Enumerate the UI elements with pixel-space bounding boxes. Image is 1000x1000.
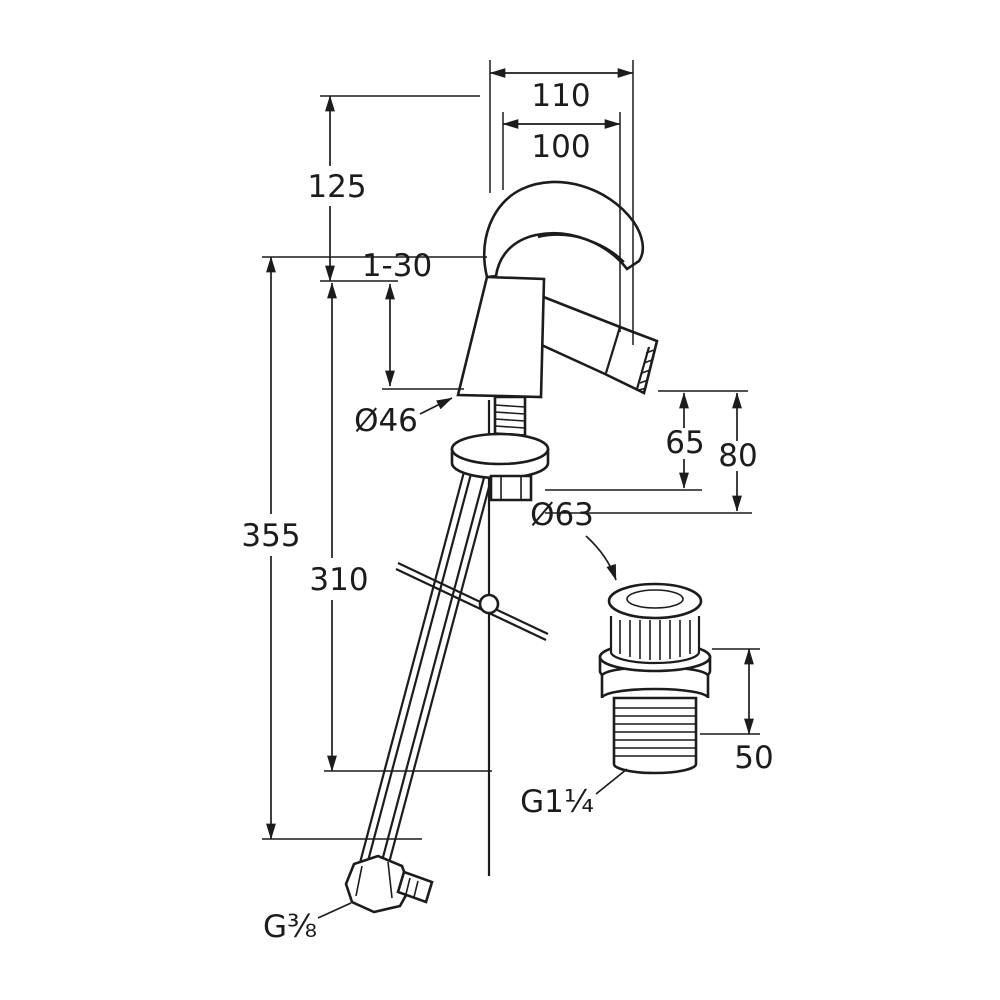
dimension-310: 310	[309, 282, 492, 772]
waste-basket-slots	[619, 620, 691, 660]
dim-label-1-30: 1-30	[362, 248, 432, 284]
faucet	[450, 180, 659, 502]
aerator-separator	[604, 326, 622, 374]
dimension-100: 100	[502, 112, 621, 332]
dimension-deck-thickness: 1-30	[320, 248, 464, 390]
dimension-110: 110	[489, 60, 634, 345]
linkage-rod-upper	[397, 562, 549, 635]
dim-label-310: 310	[309, 562, 368, 598]
label-g3-8: G⅜	[263, 909, 317, 945]
callout-waste-thread: G1¼	[520, 768, 628, 820]
waste-body-threads	[614, 707, 696, 757]
callout-supply-thread: G⅜	[263, 902, 352, 945]
threaded-tip	[396, 870, 434, 904]
lever-handle	[483, 180, 645, 279]
dimension-125: 125	[307, 95, 480, 282]
dim-label-d46: Ø46	[354, 403, 418, 439]
escutcheon	[450, 432, 550, 466]
dim-label-110: 110	[531, 78, 590, 114]
waste-cap-inner	[626, 589, 684, 609]
hose-right-inner	[383, 441, 503, 879]
dimension-80: 80	[545, 392, 758, 514]
threaded-shank	[493, 395, 527, 440]
waste-body	[612, 696, 698, 775]
dim-label-50: 50	[734, 740, 773, 776]
dim-label-65: 65	[665, 425, 704, 461]
mounting-nut	[489, 474, 533, 502]
supply-hoses	[344, 400, 503, 914]
mounting-nut-facets	[500, 476, 522, 500]
hose-right-outer	[376, 439, 496, 877]
dimension-355: 355	[241, 256, 487, 840]
dimension-50: 50	[700, 648, 774, 776]
pop-up-linkage	[395, 562, 549, 641]
label-g1-1-4: G1¼	[520, 784, 594, 820]
dim-label-125: 125	[307, 169, 366, 205]
pop-up-waste	[598, 582, 712, 775]
handle-inner-line	[537, 233, 625, 263]
waste-cap	[607, 582, 703, 620]
dim-label-355: 355	[241, 518, 300, 554]
dimension-waste-diameter: Ø63	[530, 497, 617, 581]
hose-left-outer	[355, 437, 475, 875]
spout	[533, 294, 659, 395]
dimension-65: 65	[545, 390, 748, 491]
leader-line	[317, 902, 352, 919]
waste-basket-bottom	[609, 651, 701, 665]
linkage-rod-lower	[395, 568, 547, 641]
thread-hatch	[405, 877, 419, 898]
faucet-body	[456, 275, 546, 399]
shank-threads	[494, 404, 526, 436]
aerator-hatch	[638, 349, 655, 391]
dim-label-100: 100	[531, 129, 590, 165]
leader-line	[419, 397, 453, 415]
dim-label-80: 80	[718, 438, 757, 474]
dim-label-d63: Ø63	[530, 497, 594, 533]
waste-basket-bg	[611, 616, 699, 656]
leader-line	[595, 768, 628, 795]
nut-facet-lines	[355, 861, 393, 899]
linkage-ball-joint	[478, 593, 500, 615]
aerator-face-line	[635, 346, 651, 390]
hose-left-inner	[362, 439, 482, 877]
dimension-body-diameter: Ø46	[354, 397, 453, 439]
leader-line	[585, 535, 617, 581]
